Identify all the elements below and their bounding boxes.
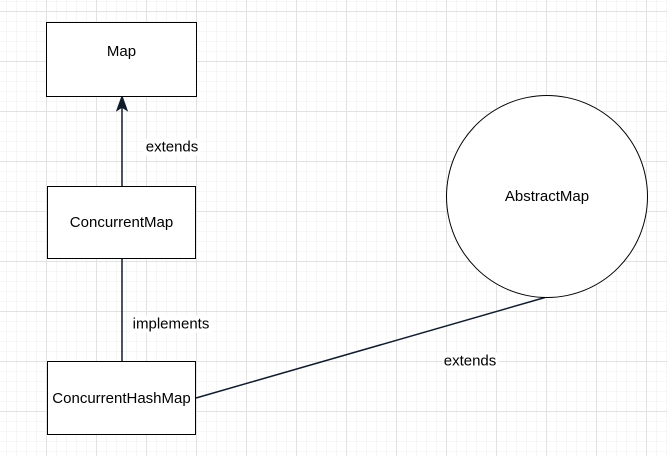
edge-label-extends-map[interactable]: extends xyxy=(143,138,201,156)
node-concurrent-map-label: ConcurrentMap xyxy=(69,214,174,231)
node-abstract-map[interactable]: AbstractMap xyxy=(446,95,648,298)
edge-label-extends-abstractmap[interactable]: extends xyxy=(441,352,499,370)
node-map-label: Map xyxy=(106,43,137,60)
edge-concurrenthashmap-extends-abstractmap[interactable] xyxy=(195,296,546,399)
node-concurrent-hash-map-label: ConcurrentHashMap xyxy=(52,389,191,407)
node-abstract-map-label: AbstractMap xyxy=(504,188,590,205)
node-concurrent-hash-map[interactable]: ConcurrentHashMap xyxy=(47,361,196,435)
node-concurrent-map[interactable]: ConcurrentMap xyxy=(47,186,196,259)
node-map[interactable]: Map xyxy=(46,22,197,97)
edge-label-implements[interactable]: implements xyxy=(130,315,212,333)
